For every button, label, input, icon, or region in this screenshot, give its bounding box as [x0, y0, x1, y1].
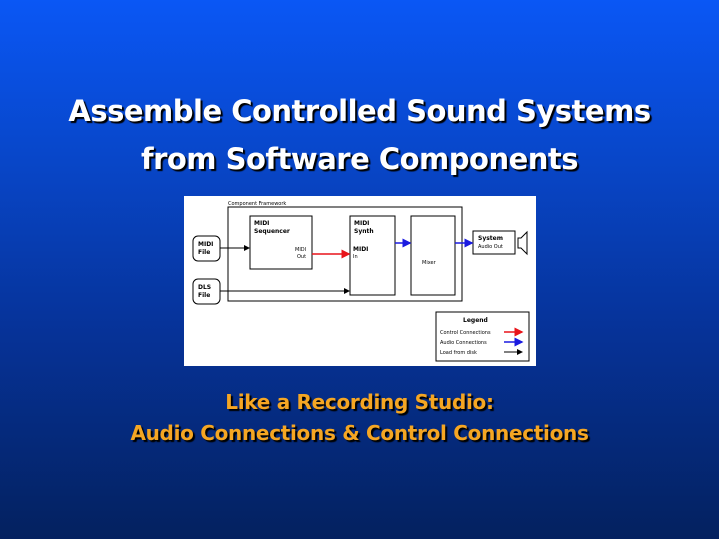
subtitle-line2: Audio Connections & Control Connections — [130, 421, 589, 445]
legend-title: Legend — [463, 317, 488, 324]
mixer-label: Mixer — [422, 260, 437, 266]
synth-label-1: MIDI — [354, 220, 369, 227]
framework-label: Component Framework — [228, 201, 286, 207]
synth-box — [349, 215, 396, 296]
framework-box — [227, 206, 463, 302]
legend-item-load: Load from disk — [440, 350, 477, 356]
legend-box — [435, 311, 530, 362]
sequencer-label-1: MIDI — [254, 220, 269, 227]
dls-file-label-1: DLS — [198, 284, 211, 291]
sequencer-label-2: Sequencer — [254, 228, 290, 235]
legend-item-audio: Audio Connections — [440, 340, 487, 346]
midi-file-label-1: MIDI — [198, 241, 213, 248]
mixer-box — [410, 215, 456, 296]
synth-label-2: Synth — [354, 228, 374, 235]
sequencer-port-1: MIDI — [295, 247, 306, 253]
slide-title-line1: Assemble Controlled Sound Systems — [68, 94, 651, 128]
system-out-label-1: System — [478, 235, 503, 242]
sequencer-port-2: Out — [297, 254, 306, 260]
component-diagram: Component Framework MIDI File DLS File M… — [184, 196, 536, 366]
legend-item-control: Control Connections — [440, 330, 491, 336]
dls-file-label-2: File — [198, 292, 210, 299]
synth-port-1: MIDI — [353, 246, 368, 253]
subtitle-line1: Like a Recording Studio: — [225, 390, 494, 414]
system-out-label-2: Audio Out — [478, 244, 503, 250]
midi-file-label-2: File — [198, 249, 210, 256]
diagram-svg: Component Framework MIDI File DLS File M… — [192, 201, 530, 362]
speaker-icon — [517, 230, 528, 256]
slide-title-line2: from Software Components — [140, 142, 579, 176]
sequencer-box — [249, 215, 313, 270]
synth-port-2: In — [353, 254, 358, 260]
